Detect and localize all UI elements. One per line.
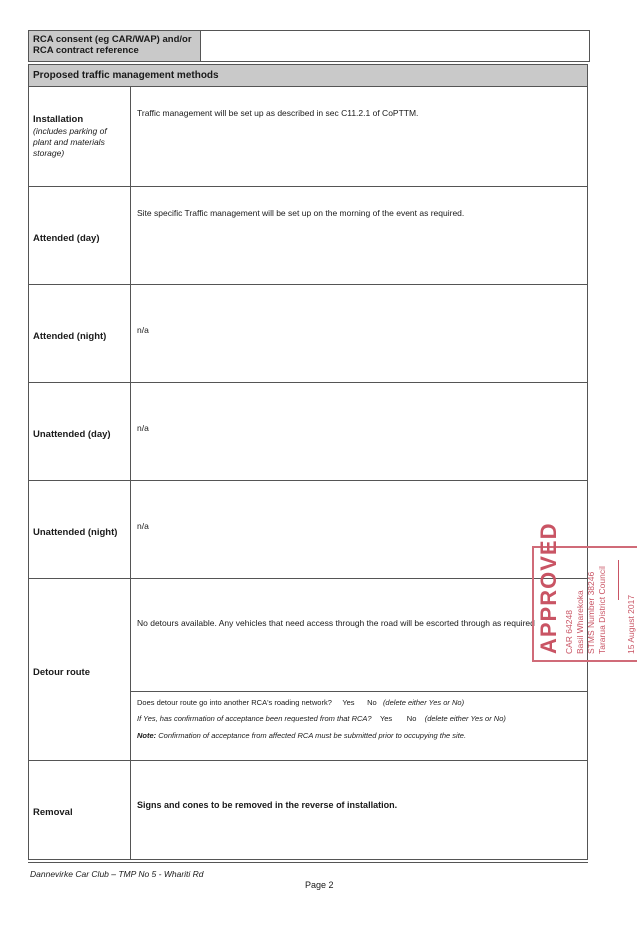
detour-question-2: If Yes, has confirmation of acceptance b… <box>137 714 506 723</box>
rca-consent-value[interactable] <box>201 31 589 61</box>
table-header: Proposed traffic management methods <box>29 65 587 87</box>
stamp-signature <box>604 560 619 600</box>
footer-document-ref: Dannevirke Car Club – TMP No 5 - Whariti… <box>30 869 204 879</box>
stamp-car-number: CAR 64248 <box>564 610 574 654</box>
unattended-day-label: Unattended (day) <box>33 429 111 440</box>
approved-stamp: APPROVED CAR 64248 Basil Wharekoka STMS … <box>532 523 637 662</box>
installation-label: Installation (includes parking of plant … <box>33 114 107 158</box>
stamp-stms-number: STMS Number 38246 <box>586 571 596 654</box>
row-attended-night: Attended (night) n/a <box>29 285 587 383</box>
row-detour-route: Detour route No detours available. Any v… <box>29 579 587 761</box>
detour-divider <box>131 691 587 692</box>
q1-yes-option[interactable]: Yes <box>342 698 355 707</box>
rca-consent-label: RCA consent (eg CAR/WAP) and/or RCA cont… <box>29 31 201 61</box>
row-unattended-night: Unattended (night) n/a <box>29 481 587 579</box>
q2-no-option[interactable]: No <box>406 714 417 723</box>
attended-night-label: Attended (night) <box>33 331 107 342</box>
row-content-cell: Traffic management will be set up as des… <box>131 87 587 186</box>
row-removal: Removal Signs and cones to be removed in… <box>29 761 587 859</box>
q1-no-option[interactable]: No <box>367 698 377 707</box>
installation-text: Traffic management will be set up as des… <box>137 108 419 118</box>
attended-night-text: n/a <box>137 325 149 335</box>
traffic-methods-table: Proposed traffic management methods Inst… <box>28 64 588 860</box>
detour-route-text: No detours available. Any vehicles that … <box>137 618 535 628</box>
attended-day-text: Site specific Traffic management will be… <box>137 208 465 218</box>
row-unattended-day: Unattended (day) n/a <box>29 383 587 481</box>
stamp-title: APPROVED <box>536 522 561 654</box>
unattended-night-text: n/a <box>137 521 149 531</box>
rca-consent-table: RCA consent (eg CAR/WAP) and/or RCA cont… <box>28 30 590 62</box>
detour-note: Note: Confirmation of acceptance from af… <box>137 731 467 740</box>
row-installation: Installation (includes parking of plant … <box>29 87 587 187</box>
unattended-night-label: Unattended (night) <box>33 527 118 538</box>
removal-label: Removal <box>33 807 73 818</box>
attended-day-label: Attended (day) <box>33 233 100 244</box>
row-attended-day: Attended (day) Site specific Traffic man… <box>29 187 587 285</box>
row-label-cell: Installation (includes parking of plant … <box>29 87 131 186</box>
stamp-date: 15 August 2017 <box>626 594 636 654</box>
footer-page-number: Page 2 <box>305 880 334 890</box>
footer-rule <box>28 862 588 863</box>
unattended-day-text: n/a <box>137 423 149 433</box>
removal-text: Signs and cones to be removed in the rev… <box>137 800 398 810</box>
detour-route-label: Detour route <box>33 667 90 678</box>
stamp-name: Basil Wharekoka <box>575 590 585 654</box>
q2-yes-option[interactable]: Yes <box>379 714 393 723</box>
detour-question-1: Does detour route go into another RCA's … <box>137 698 465 707</box>
